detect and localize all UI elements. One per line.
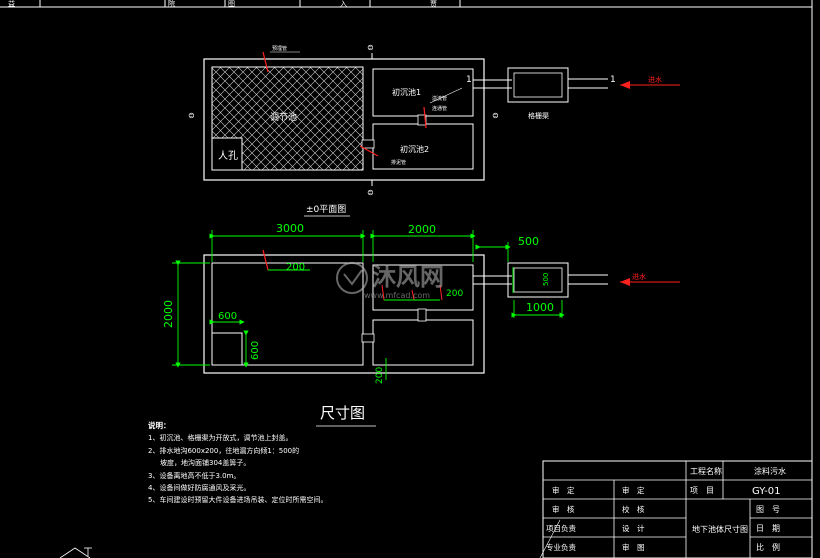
top-strip-label: 贾 — [430, 0, 437, 8]
dim-outer-wall — [203, 254, 485, 374]
manhole-box — [211, 137, 243, 171]
notes-heading: 说明： — [148, 420, 171, 430]
tb-row-left: 专业负责 — [546, 542, 576, 552]
dim-grid-well-inner — [513, 267, 563, 293]
dim-text: 2000 — [408, 223, 436, 236]
section-mark: ⊜ — [367, 43, 374, 52]
tb-project-name-value: 涂料污水 — [754, 466, 786, 476]
dim-settle-tank-2 — [372, 319, 474, 366]
top-strip-label: 院 — [168, 0, 175, 8]
section-mark: ⊜ — [492, 111, 499, 120]
dimension-view-title: 尺寸图 — [320, 404, 365, 422]
note-line: 1、初沉池、格栅渠为开放式，调节池上封盖。 — [148, 433, 292, 442]
dim-text: 200 — [375, 367, 385, 384]
settle-tank-2-label: 初沉池2 — [400, 144, 429, 154]
small-note: 预埋管 — [272, 45, 287, 52]
regulating-tank-label: 调节池 — [270, 111, 297, 123]
pipe-marker — [262, 249, 269, 271]
dim-text: 1000 — [526, 301, 554, 314]
plan-caption: ±0平面图 — [306, 204, 346, 215]
dimension-view: 进水 3000 2000 500 200 2000 600 600 200 — [162, 222, 680, 427]
dim-text: 500 — [518, 235, 539, 248]
dim-manhole-box — [211, 332, 243, 366]
dim-text: 200 — [286, 262, 305, 273]
watermark-url: www.mfcad.com — [364, 291, 430, 300]
dim-text: 2000 — [162, 300, 175, 328]
dim-text: 500 — [542, 273, 550, 286]
ucs-axis-icon — [59, 547, 92, 558]
inflow-arrow-icon — [620, 278, 630, 286]
title-block: 工程名称 涂料污水 项 目 GY-01 地下池体尺寸图 图 号 日 期 比 例 … — [539, 460, 813, 558]
note-line: 2、排水地沟600x200，往地漏方向倾1：500的 — [148, 446, 299, 455]
pipe-marker — [359, 145, 379, 157]
pipe-marker — [262, 51, 269, 73]
tb-row-left: 审 核 — [552, 504, 575, 514]
grid-well-label: 格栅渠 — [528, 111, 549, 120]
watermark-logo-icon — [336, 262, 368, 294]
settle-tank-1-box — [372, 68, 474, 117]
inflow-label: 进水 — [648, 75, 662, 84]
tb-row-left: 审 定 — [552, 485, 575, 495]
tb-drawing-no-label: 图 号 — [756, 505, 780, 514]
port-label: 1 — [466, 75, 472, 85]
note-line: 5、车间建设时预留大件设备进场吊装、定位时所需空间。 — [148, 495, 327, 504]
note-line: 3、设备离地高不低于3.0m。 — [148, 471, 240, 480]
watermark: 沐风网 www.mfcad.com — [336, 262, 444, 300]
tb-row-mid: 审 图 — [622, 542, 645, 552]
tb-date-label: 日 期 — [756, 524, 780, 533]
small-note: 排泥管 — [391, 159, 406, 166]
manhole-label: 人孔 — [218, 150, 238, 162]
tb-row-left: 项目负责 — [546, 523, 576, 533]
note-line: 坡度，地沟面铺304盖箅子。 — [160, 458, 250, 467]
tb-row-mid: 设 计 — [622, 523, 645, 533]
tb-row-mid: 校 核 — [622, 504, 645, 514]
tb-drawing-title: 地下池体尺寸图 — [692, 524, 748, 534]
pipe-marker — [423, 106, 427, 129]
tb-scale-label: 比 例 — [756, 542, 780, 552]
dim-text: 600 — [250, 341, 261, 360]
top-strip-label: 益 — [8, 0, 15, 8]
note-line: 4、设备间做好防腐通风及采光。 — [148, 483, 250, 492]
port-label: 1 — [610, 75, 616, 85]
watermark-brand: 沐风网 — [372, 263, 444, 291]
small-note: 连通管 — [432, 105, 447, 112]
tb-project-label: 项 目 — [690, 486, 714, 495]
dim-grid-well-outer — [507, 262, 569, 298]
dim-regulating-tank — [211, 262, 364, 366]
tb-project-name-label: 工程名称 — [690, 466, 722, 476]
dim-text: 3000 — [276, 222, 304, 235]
small-note: 溢流管 — [432, 95, 447, 102]
tb-drawing-no-value: GY-01 — [752, 486, 781, 497]
section-mark: ⊜ — [188, 111, 195, 120]
top-strip-label: 图 — [228, 0, 235, 8]
grid-well-inner — [513, 72, 563, 98]
dim-text: 200 — [446, 289, 463, 299]
settle-tank-1-label: 初沉池1 — [392, 87, 421, 97]
inflow-arrow-icon — [620, 81, 630, 89]
inflow-label: 进水 — [632, 272, 646, 281]
notes-block: 说明： 1、初沉池、格栅渠为开放式，调节池上封盖。 2、排水地沟600x200，… — [148, 420, 327, 504]
dimension-lines — [172, 230, 565, 380]
top-strip-label: 入 — [340, 0, 347, 8]
dim-text: 600 — [218, 311, 237, 322]
tb-row-mid: 审 定 — [622, 485, 645, 495]
grid-well-outer — [507, 67, 569, 103]
section-mark: ⊜ — [367, 188, 374, 197]
plan-outer-wall — [203, 58, 485, 181]
plan-view: 人孔 调节池 初沉池1 初沉池2 ⊜ ⊜ ⊜ ⊜ 格栅渠 1 1 进水 预埋管 … — [188, 43, 680, 217]
